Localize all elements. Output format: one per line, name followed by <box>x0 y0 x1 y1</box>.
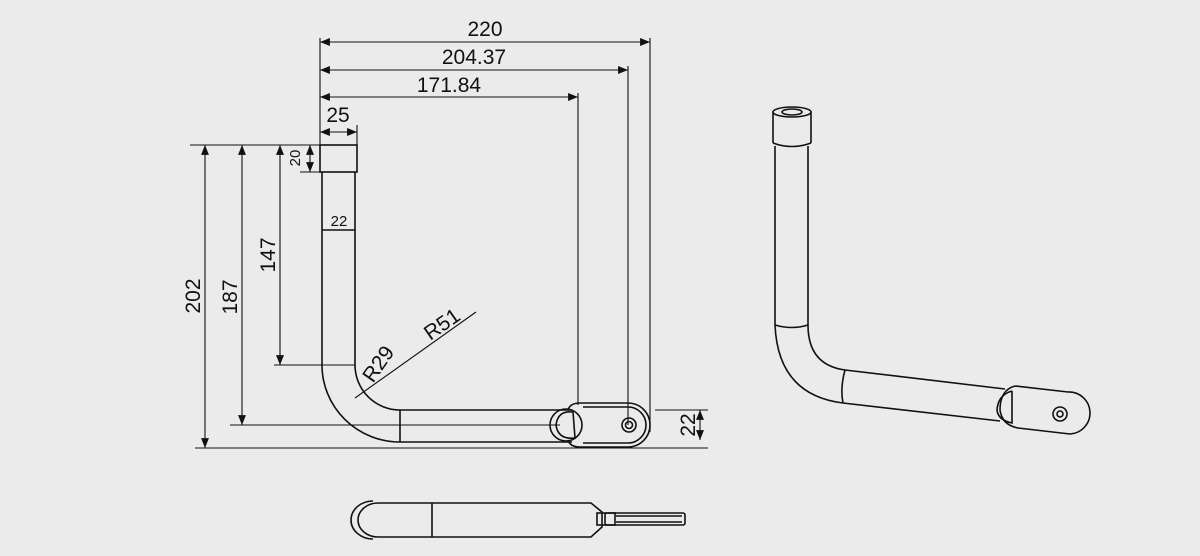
dim-outer-radius: R51 <box>420 304 465 345</box>
handle-part <box>319 144 651 448</box>
dim-width-to-plate: 171.84 <box>417 74 482 97</box>
dim-straight-height: 147 <box>257 237 280 272</box>
dim-plate-thickness: 22 <box>677 413 700 436</box>
dim-cap-height: 20 <box>287 150 304 167</box>
dim-tube-diameter: 22 <box>331 213 348 230</box>
isometric-view <box>772 106 1091 435</box>
dim-overall-width: 220 <box>467 18 502 41</box>
bottom-view <box>350 500 686 540</box>
dim-inner-radius: R29 <box>358 342 399 387</box>
dimension-lines <box>201 38 704 448</box>
extension-lines <box>190 38 708 449</box>
dim-height-to-centerline: 187 <box>219 279 242 314</box>
front-view: 220 204.37 171.84 25 20 22 202 187 147 R… <box>182 18 708 449</box>
dim-cap-width: 25 <box>326 104 349 127</box>
dim-overall-height: 202 <box>182 278 205 313</box>
dim-width-to-hole: 204.37 <box>442 46 506 69</box>
